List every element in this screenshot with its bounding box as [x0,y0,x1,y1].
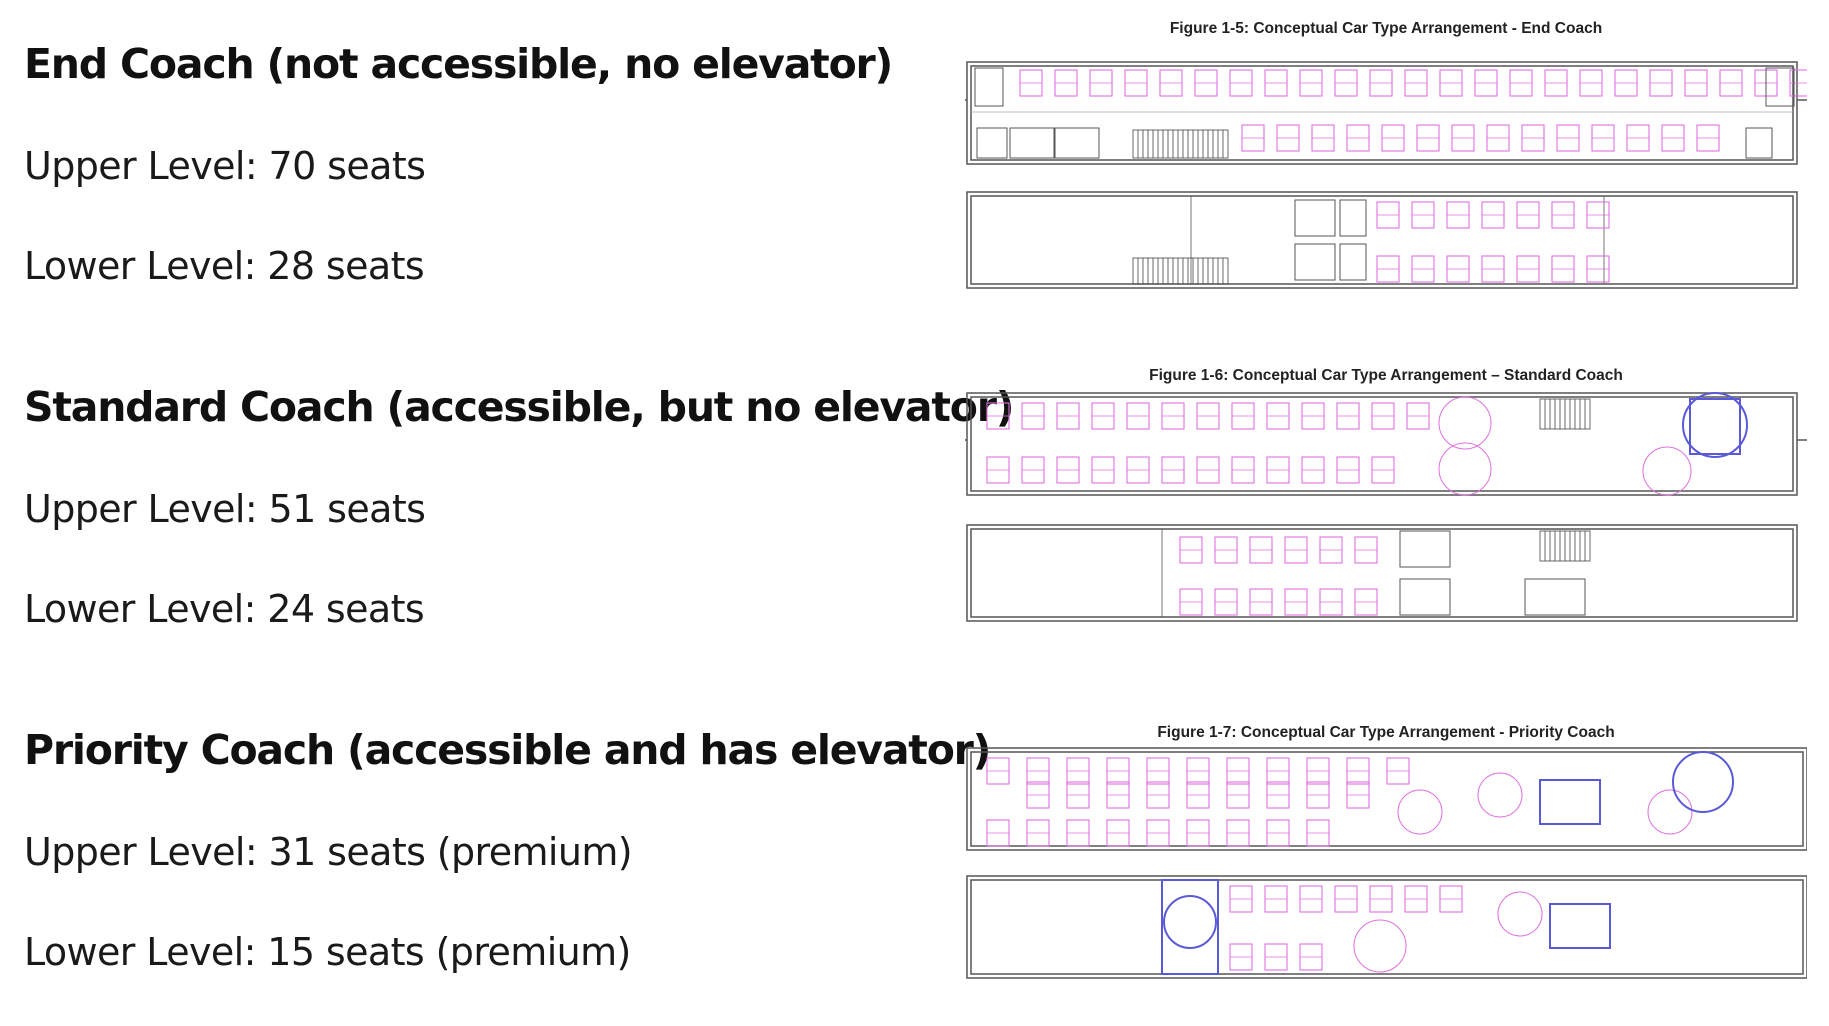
standard-coach-lower-level: Lower Level: 24 seats [24,587,425,631]
standard-coach-upper-plan [965,392,1807,496]
standard-coach-lower-plan [966,524,1798,622]
wheelchair-space [1397,772,1693,835]
priority-coach-heading: Priority Coach (accessible and has eleva… [24,726,991,774]
stair-outline [1132,257,1229,285]
staircase [1539,530,1591,562]
stair-outline [1132,129,1229,159]
elevator-icon [1549,903,1611,949]
elevator-icon [1539,779,1601,825]
standard-coach-description: Standard Coach (accessible, but no eleva… [24,383,1014,631]
standard-coach-upper-level: Upper Level: 51 seats [24,487,426,531]
figure-standard-coach: Figure 1-6: Conceptual Car Type Arrangem… [965,367,1807,647]
end-coach-upper-plan [965,61,1807,165]
staircase [1132,129,1229,159]
end-coach-lower-plan [966,191,1798,289]
wheelchair-space [1353,891,1543,973]
accessible-lavatory-icon [1161,879,1219,975]
figure-caption: Figure 1-6: Conceptual Car Type Arrangem… [1149,367,1623,384]
priority-coach-upper-plan [966,747,1807,851]
figure-caption: Figure 1-7: Conceptual Car Type Arrangem… [1157,724,1615,741]
vestibule [1294,199,1367,281]
end-coach-upper-level: Upper Level: 70 seats [24,144,426,188]
lavatory-icon [974,67,1795,159]
staircase [1539,398,1591,430]
car-hull [965,61,1807,165]
priority-coach-lower-plan [966,875,1807,979]
figure-caption: Figure 1-5: Conceptual Car Type Arrangem… [1169,20,1603,37]
accessible-lavatory-icon [1682,392,1748,458]
end-coach-description: End Coach (not accessible, no elevator) … [24,40,924,288]
figure-end-coach: Figure 1-5: Conceptual Car Type Arrangem… [965,20,1807,300]
end-coach-lower-level: Lower Level: 28 seats [24,244,425,288]
staircase [1132,257,1229,285]
priority-coach-lower-level: Lower Level: 15 seats (premium) [24,930,631,974]
priority-coach-upper-level: Upper Level: 31 seats (premium) [24,830,633,874]
end-coach-heading: End Coach (not accessible, no elevator) [24,40,893,88]
wheelchair-space [1438,396,1692,496]
accessible-lavatory-icon [1672,751,1734,813]
priority-coach-description: Priority Coach (accessible and has eleva… [24,726,991,974]
standard-coach-heading: Standard Coach (accessible, but no eleva… [24,383,1014,431]
figure-priority-coach: Figure 1-7: Conceptual Car Type Arrangem… [965,724,1807,1014]
